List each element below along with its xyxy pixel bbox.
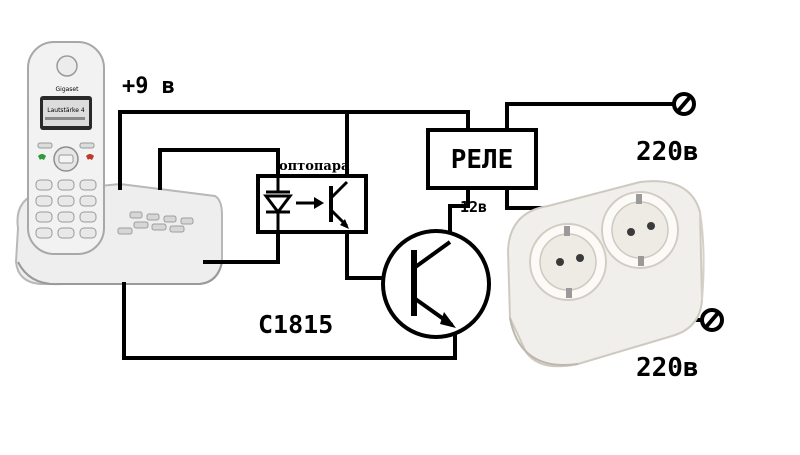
cordless-phone: Gigaset Lautstärke 4 <box>14 41 223 286</box>
relay-voltage-label: 12в <box>460 198 487 216</box>
socket-outlet-left <box>529 223 607 301</box>
wire-opto-return <box>203 230 280 264</box>
mains-bottom-label: 220в <box>636 353 699 383</box>
terminal-bottom <box>700 308 724 332</box>
phone-screen-text: Lautstärke 4 <box>47 107 85 114</box>
handset-keypad <box>35 179 97 239</box>
npn-transistor <box>381 229 491 339</box>
optocoupler-label: оптопара <box>279 159 350 174</box>
socket-outlet-right <box>601 191 679 269</box>
transistor-collector <box>412 240 452 270</box>
mains-top-label: 220в <box>636 137 699 167</box>
wire-relay-to-socket <box>505 186 557 210</box>
wire-signal <box>158 148 280 190</box>
call-end-icon <box>86 154 94 160</box>
earpiece <box>56 55 78 77</box>
wire-supply <box>118 110 470 190</box>
relay-label: РЕЛЕ <box>451 145 514 175</box>
led-symbol <box>263 176 293 232</box>
optocoupler <box>256 174 368 234</box>
transistor-label: C1815 <box>258 310 333 339</box>
wire-relay-collector <box>448 186 470 244</box>
terminal-top <box>672 92 696 116</box>
relay-box <box>426 128 538 190</box>
double-power-socket <box>506 180 705 368</box>
wire-ground <box>122 282 457 360</box>
base-keypad <box>117 211 194 235</box>
phone-brand: Gigaset <box>56 86 80 93</box>
transistor-body <box>381 229 491 339</box>
wire-mains-top <box>505 102 677 132</box>
supply-voltage-label: +9 в <box>122 74 175 99</box>
phototransistor-symbol <box>329 180 349 229</box>
emitter-arrow-icon <box>440 312 456 328</box>
call-accept-icon <box>38 154 46 160</box>
